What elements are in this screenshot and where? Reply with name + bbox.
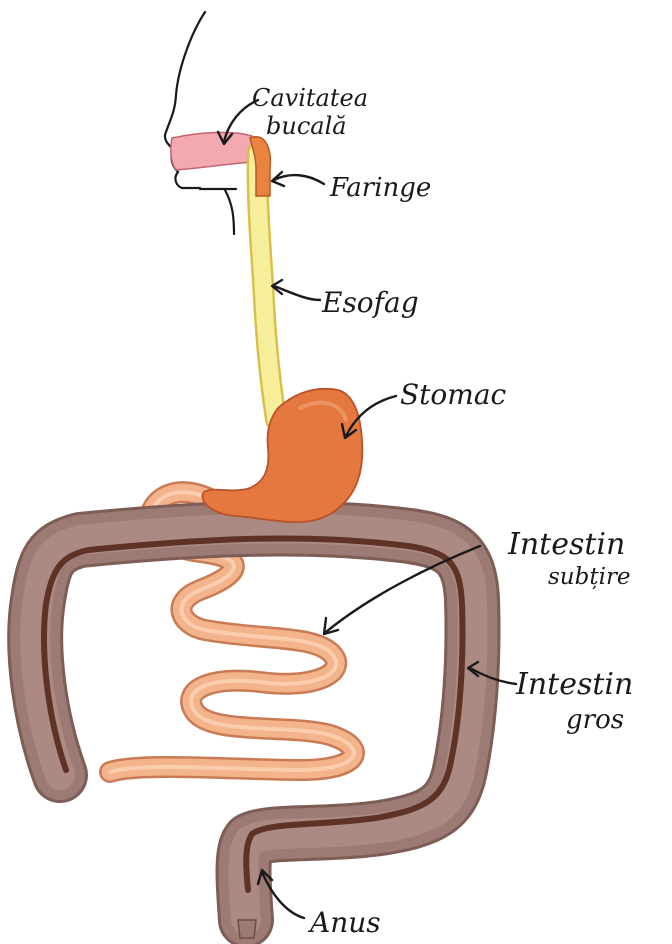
arrow-pharynx [272,172,324,186]
label-stomach: Stomac [400,378,507,411]
label-oral-cavity-line1: Cavitatea [252,84,368,112]
label-small-intestine-line2: subțire [548,564,631,590]
label-large-intestine-line2: gros [566,705,624,735]
label-oral-cavity-line2: bucală [266,112,347,140]
label-esophagus: Esofag [321,286,419,319]
label-anus: Anus [307,906,381,939]
label-small-intestine-line1: Intestin [507,527,625,562]
label-pharynx: Faringe [329,173,431,203]
oral-cavity-shape [171,132,252,170]
throat-line [200,189,236,234]
arrow-esophagus [272,280,320,300]
label-large-intestine-line1: Intestin [515,667,633,702]
